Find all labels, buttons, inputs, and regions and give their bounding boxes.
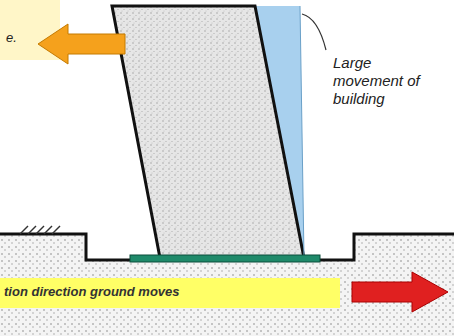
caption-band xyxy=(0,278,340,308)
caption-text: tion direction ground moves xyxy=(2,284,182,299)
cut-label: e. xyxy=(4,30,19,45)
building-force-arrow xyxy=(38,24,125,64)
isolation-plate xyxy=(130,255,320,262)
leader-line xyxy=(302,14,326,50)
movement-label: Large movement of building xyxy=(333,54,429,108)
original-position xyxy=(300,6,304,258)
building xyxy=(112,6,304,258)
ground-motion-arrow xyxy=(352,272,448,312)
ground-hatch xyxy=(20,226,60,234)
